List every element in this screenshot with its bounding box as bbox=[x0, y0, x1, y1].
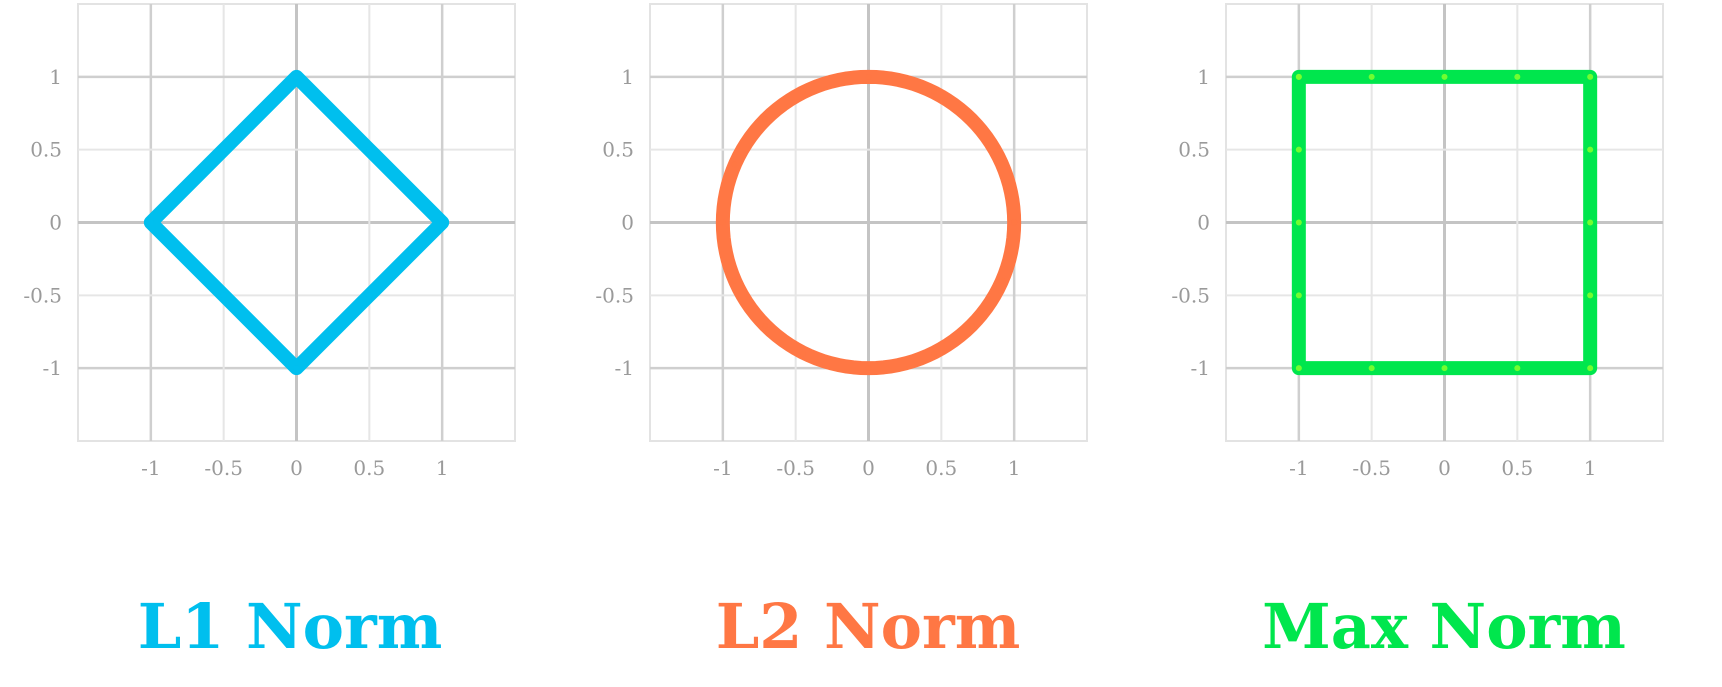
data-point bbox=[1441, 365, 1448, 372]
data-point bbox=[1587, 146, 1594, 153]
data-point bbox=[931, 350, 938, 357]
y-tick-label: -0.5 bbox=[23, 283, 62, 307]
y-tick-label: 0 bbox=[621, 211, 634, 235]
y-tick-label: -1 bbox=[1191, 356, 1210, 380]
chart-panel-1: -1 -0.5 0 0.5 1 1 0.5 0 -0.5 -1 L1 Norm bbox=[23, 3, 516, 663]
y-tick-label: 0.5 bbox=[1178, 138, 1210, 162]
data-point bbox=[865, 73, 872, 80]
data-point bbox=[366, 146, 373, 153]
data-point bbox=[762, 116, 769, 123]
data-point bbox=[1587, 219, 1594, 226]
y-tick-label: 0.5 bbox=[602, 138, 634, 162]
data-point bbox=[731, 277, 738, 284]
data-point bbox=[1587, 292, 1594, 299]
x-tick-label: 0 bbox=[862, 456, 875, 480]
data-point bbox=[1368, 73, 1375, 80]
chart-title: L2 Norm bbox=[716, 590, 1021, 663]
data-point bbox=[147, 219, 154, 226]
data-point bbox=[1514, 73, 1521, 80]
data-point bbox=[1587, 365, 1594, 372]
data-point bbox=[1368, 365, 1375, 372]
chart-panel-2: -1 -0.5 0 0.5 1 1 0.5 0 -0.5 -1 L2 Norm bbox=[595, 3, 1088, 663]
x-tick-label: 1 bbox=[1008, 456, 1021, 480]
data-point bbox=[220, 146, 227, 153]
data-point bbox=[799, 350, 806, 357]
x-tick-label: 0.5 bbox=[353, 456, 385, 480]
chart-title: L1 Norm bbox=[138, 590, 443, 663]
data-point bbox=[865, 365, 872, 372]
data-point bbox=[1295, 292, 1302, 299]
y-tick-label: -1 bbox=[43, 356, 62, 380]
data-point bbox=[293, 365, 300, 372]
data-point bbox=[1587, 73, 1594, 80]
y-tick-label: 0 bbox=[1197, 211, 1210, 235]
data-point bbox=[220, 292, 227, 299]
data-point bbox=[762, 322, 769, 329]
y-tick-label: 1 bbox=[621, 65, 634, 89]
data-point bbox=[719, 219, 726, 226]
data-point bbox=[1514, 365, 1521, 372]
x-tick-label: 0 bbox=[1438, 456, 1451, 480]
data-point bbox=[731, 161, 738, 168]
data-point bbox=[931, 88, 938, 95]
x-tick-label: -1 bbox=[141, 456, 160, 480]
data-point bbox=[999, 277, 1006, 284]
y-tick-label: 0 bbox=[49, 211, 62, 235]
data-point bbox=[1011, 219, 1018, 226]
x-tick-label: -1 bbox=[1289, 456, 1308, 480]
data-point bbox=[999, 161, 1006, 168]
data-point bbox=[366, 292, 373, 299]
data-point bbox=[1295, 146, 1302, 153]
x-tick-label: -0.5 bbox=[1352, 456, 1391, 480]
x-tick-label: 0 bbox=[290, 456, 303, 480]
data-point bbox=[1441, 73, 1448, 80]
data-point bbox=[1295, 219, 1302, 226]
y-tick-label: -0.5 bbox=[1171, 283, 1210, 307]
data-point bbox=[1295, 73, 1302, 80]
data-point bbox=[968, 322, 975, 329]
x-tick-label: 1 bbox=[1584, 456, 1597, 480]
data-point bbox=[439, 219, 446, 226]
data-point bbox=[968, 116, 975, 123]
data-point bbox=[293, 73, 300, 80]
data-point bbox=[799, 88, 806, 95]
x-tick-label: -0.5 bbox=[204, 456, 243, 480]
x-tick-label: -0.5 bbox=[776, 456, 815, 480]
x-tick-label: 1 bbox=[436, 456, 449, 480]
data-point bbox=[1295, 365, 1302, 372]
y-tick-label: 1 bbox=[49, 65, 62, 89]
y-tick-label: 0.5 bbox=[30, 138, 62, 162]
x-tick-label: 0.5 bbox=[1501, 456, 1533, 480]
y-tick-label: -0.5 bbox=[595, 283, 634, 307]
y-tick-label: -1 bbox=[615, 356, 634, 380]
chart-title: Max Norm bbox=[1262, 590, 1626, 663]
x-tick-label: 0.5 bbox=[925, 456, 957, 480]
x-tick-label: -1 bbox=[713, 456, 732, 480]
y-tick-label: 1 bbox=[1197, 65, 1210, 89]
